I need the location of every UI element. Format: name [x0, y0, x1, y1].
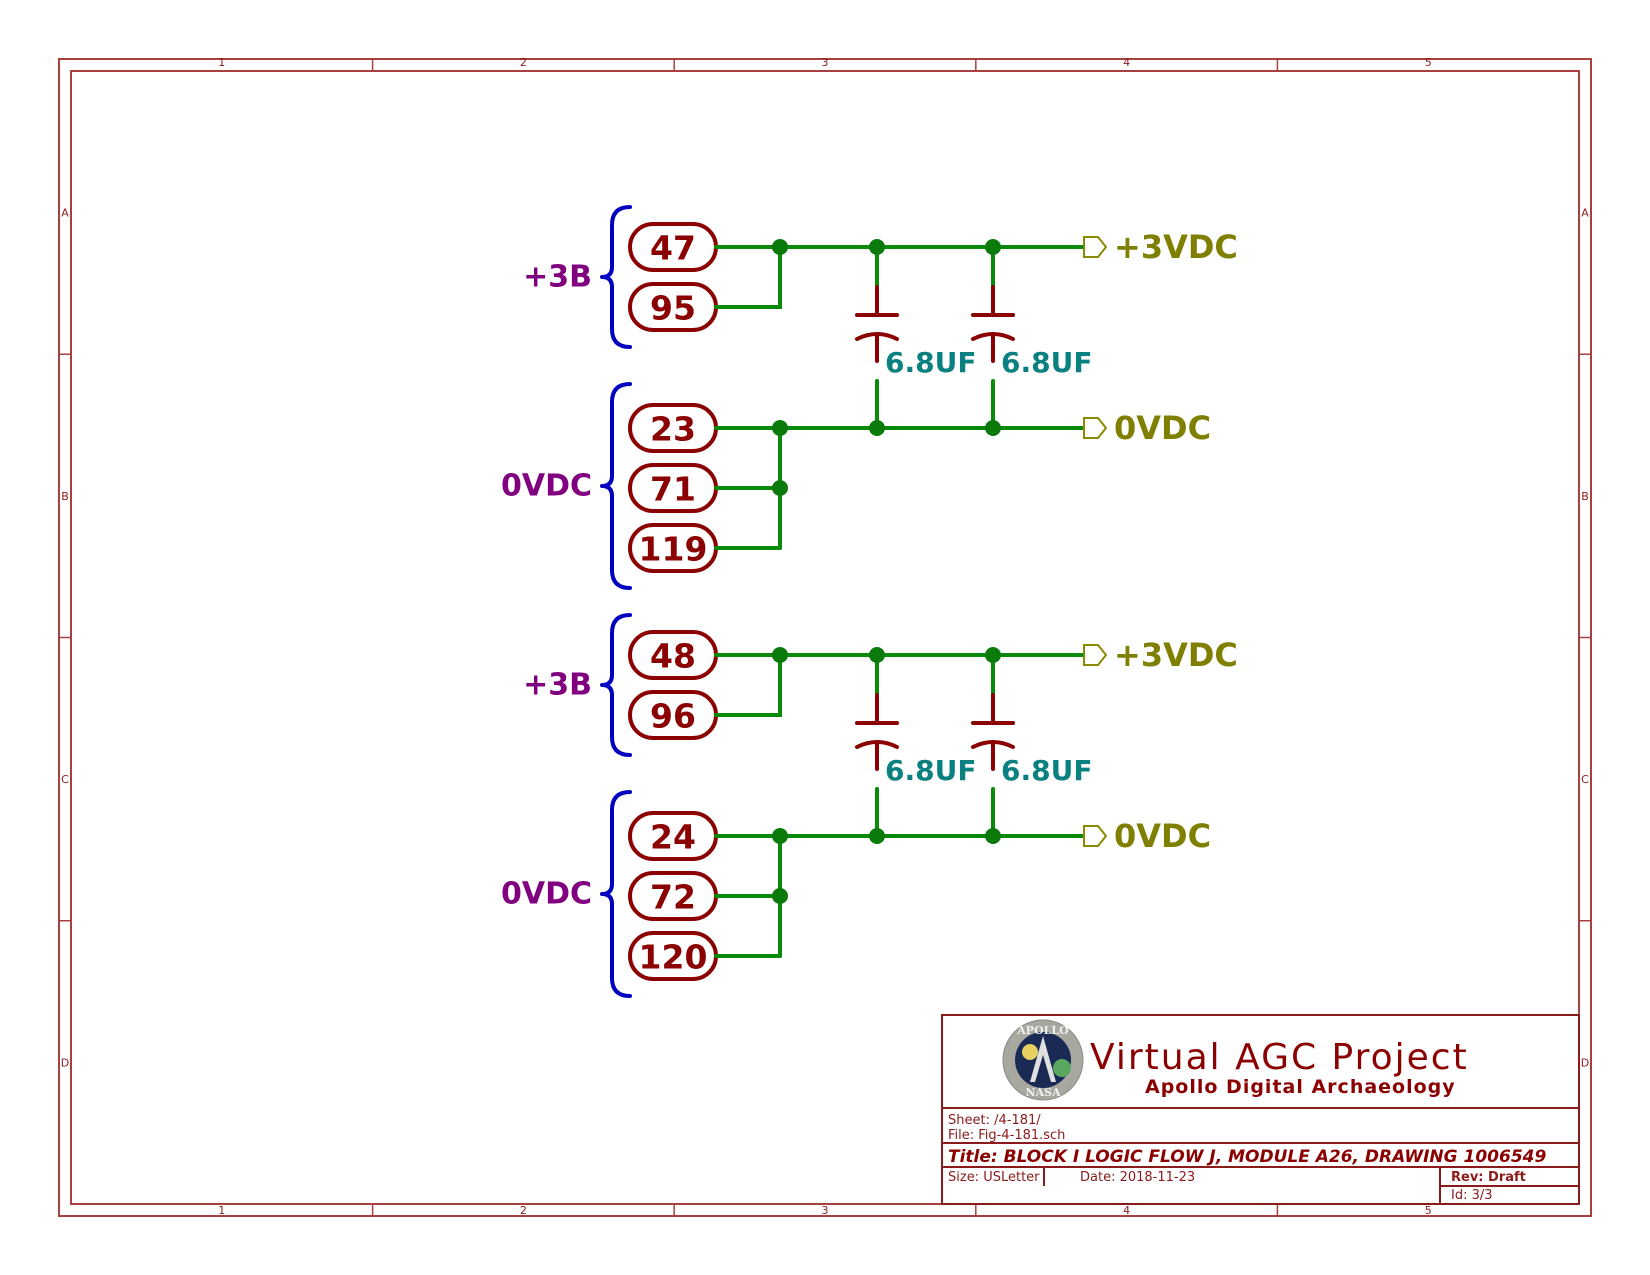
junction-dot	[985, 647, 1001, 663]
capacitor-value: 6.8UF	[1001, 754, 1092, 787]
pin-number: 24	[650, 818, 696, 857]
group-bracket	[600, 205, 632, 349]
sheet-id: Id: 3/3	[1451, 1188, 1493, 1203]
inner-frame	[70, 70, 1580, 1205]
junction-dot	[772, 480, 788, 496]
sheet-size: Size: USLetter	[948, 1170, 1040, 1185]
junction-dot	[772, 420, 788, 436]
junction-dot	[772, 647, 788, 663]
junction-dot	[772, 239, 788, 255]
group-label: 0VDC	[501, 877, 592, 912]
capacitor-value: 6.8UF	[1001, 346, 1092, 379]
junction-dot	[772, 828, 788, 844]
net-flag-icon	[1083, 825, 1108, 847]
logo-top-text: APOLLO	[1016, 1024, 1069, 1037]
net-label: 0VDC	[1114, 409, 1211, 447]
capacitor: 6.8UF	[971, 693, 1092, 787]
pin-number: 71	[650, 470, 696, 509]
net-flag-icon	[1083, 236, 1108, 258]
column-marker: 4	[1123, 1204, 1130, 1217]
file-name: File: Fig-4-181.sch	[948, 1128, 1065, 1143]
project-subtitle: Apollo Digital Archaeology	[1145, 1076, 1456, 1098]
net-flag-icon	[1083, 644, 1108, 666]
connector-pin: 48	[628, 630, 718, 680]
column-marker: 3	[822, 56, 829, 69]
connector-pin: 71	[628, 463, 718, 513]
connector-pin: 72	[628, 871, 718, 921]
title-block: APOLLO NASA Virtual AGC Project Apollo D…	[941, 1014, 1580, 1205]
row-marker: C	[1581, 773, 1589, 786]
connector-pin: 120	[628, 931, 718, 981]
row-marker: C	[61, 773, 69, 786]
wire	[714, 653, 782, 717]
revision: Rev: Draft	[1451, 1170, 1526, 1185]
row-marker: D	[61, 1056, 69, 1069]
column-marker: 1	[218, 56, 225, 69]
net-label: +3VDC	[1114, 636, 1238, 674]
group-bracket	[600, 790, 632, 998]
row-marker: A	[61, 207, 69, 220]
pin-number: 96	[650, 697, 696, 736]
column-marker: 4	[1123, 56, 1130, 69]
wire	[714, 245, 782, 309]
junction-dot	[869, 239, 885, 255]
pin-number: 48	[650, 637, 696, 676]
column-marker: 5	[1425, 56, 1432, 69]
group-label: 0VDC	[501, 469, 592, 504]
drawing-title: Title: BLOCK I LOGIC FLOW J, MODULE A26,…	[948, 1147, 1547, 1167]
logo-bottom-text: NASA	[1025, 1086, 1061, 1099]
sheet-path: Sheet: /4-181/	[948, 1113, 1041, 1128]
column-marker: 1	[218, 1204, 225, 1217]
net-flag-icon	[1083, 417, 1108, 439]
connector-pin: 96	[628, 690, 718, 740]
junction-dot	[985, 239, 1001, 255]
group-label: +3B	[523, 668, 592, 703]
connector-pin: 23	[628, 403, 718, 453]
connector-pin: 119	[628, 523, 718, 573]
group-label: +3B	[523, 260, 592, 295]
connector-pin: 47	[628, 222, 718, 272]
row-marker: D	[1581, 1056, 1589, 1069]
column-marker: 5	[1425, 1204, 1432, 1217]
apollo-nasa-logo-icon: APOLLO NASA	[1002, 1019, 1084, 1101]
pin-number: 120	[639, 938, 708, 977]
column-marker: 3	[822, 1204, 829, 1217]
junction-dot	[772, 888, 788, 904]
group-bracket	[600, 382, 632, 590]
capacitor: 6.8UF	[855, 693, 976, 787]
pin-number: 119	[639, 530, 708, 569]
pin-number: 72	[650, 878, 696, 917]
junction-dot	[985, 828, 1001, 844]
column-marker: 2	[520, 1204, 527, 1217]
row-marker: A	[1581, 207, 1589, 220]
column-marker: 2	[520, 56, 527, 69]
junction-dot	[985, 420, 1001, 436]
pin-number: 23	[650, 410, 696, 449]
capacitor-value: 6.8UF	[885, 754, 976, 787]
group-bracket	[600, 613, 632, 757]
capacitor-value: 6.8UF	[885, 346, 976, 379]
connector-pin: 24	[628, 811, 718, 861]
pin-number: 47	[650, 229, 696, 268]
schematic-drawing: 47 95 +3B 23 71 119 0VDC 6.8UF 6.8UF +3VDC 0VDC 48 9…	[501, 205, 1238, 998]
net-label: 0VDC	[1114, 817, 1211, 855]
project-name: Virtual AGC Project	[1090, 1037, 1469, 1078]
pin-number: 95	[650, 289, 696, 328]
row-marker: B	[1581, 490, 1589, 503]
row-marker: B	[61, 490, 69, 503]
junction-dot	[869, 828, 885, 844]
capacitor: 6.8UF	[971, 285, 1092, 379]
junction-dot	[869, 420, 885, 436]
connector-pin: 95	[628, 282, 718, 332]
sheet-date: Date: 2018-11-23	[1080, 1170, 1195, 1185]
capacitor: 6.8UF	[855, 285, 976, 379]
junction-dot	[869, 647, 885, 663]
net-label: +3VDC	[1114, 228, 1238, 266]
